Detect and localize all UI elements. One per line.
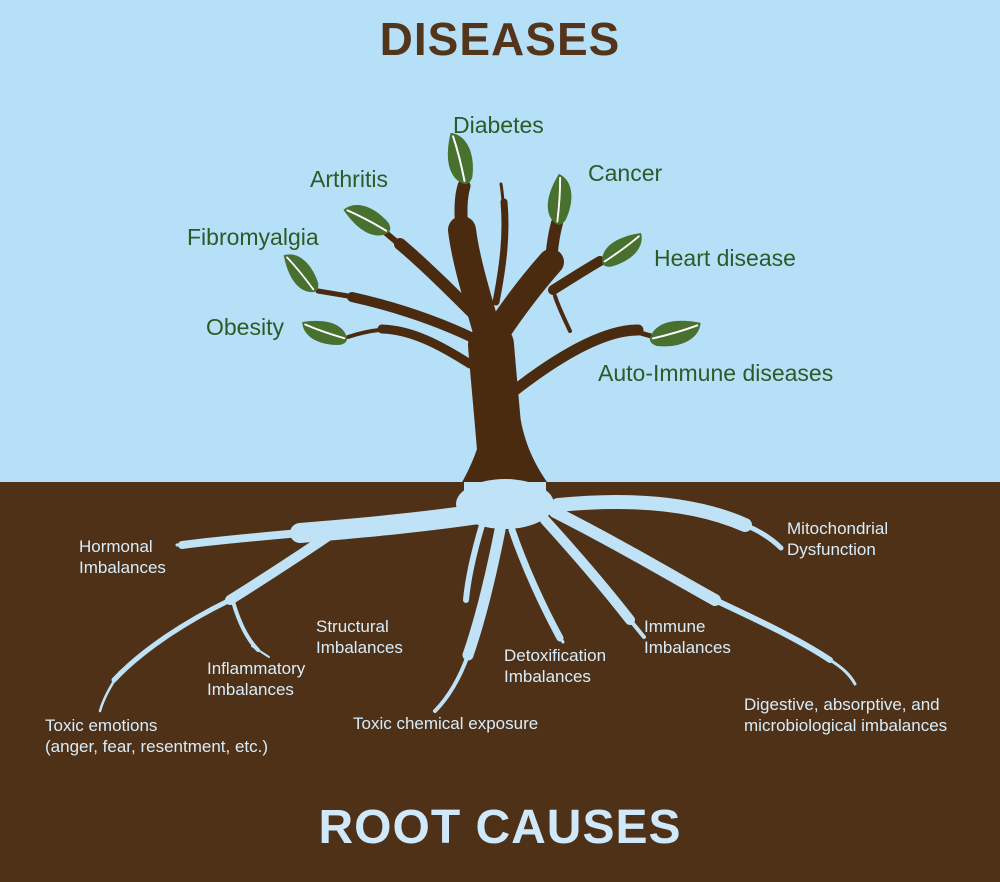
disease-label-obesity: Obesity — [206, 314, 284, 340]
root-label-mitochondrial: Mitochondrial Dysfunction — [787, 519, 889, 559]
root-label-hormonal: Hormonal Imbalances — [79, 537, 166, 577]
root-label-toxic-chemical: Toxic chemical exposure — [353, 714, 539, 733]
disease-label-auto-immune: Auto-Immune diseases — [598, 360, 834, 386]
disease-label-fibromyalgia: Fibromyalgia — [187, 224, 319, 250]
disease-label-arthritis: Arthritis — [310, 166, 388, 192]
disease-label-heart-disease: Heart disease — [654, 245, 796, 271]
disease-label-cancer: Cancer — [588, 160, 663, 186]
root-label-digestive: Digestive, absorptive, and microbiologic… — [744, 695, 948, 735]
root-label-detoxification: Detoxification Imbalances — [504, 646, 607, 686]
root-label-immune: Immune Imbalances — [644, 617, 731, 657]
root-label-structural: Structural Imbalances — [316, 617, 403, 657]
disease-label-diabetes: Diabetes — [453, 112, 544, 138]
roots-illustration — [98, 479, 857, 713]
root-label-toxic-emotions: Toxic emotions (anger, fear, resentment,… — [45, 716, 269, 756]
diseases-title: DISEASES — [379, 13, 621, 65]
root-causes-title: ROOT CAUSES — [318, 801, 682, 854]
root-label-inflammatory: Inflammatory Imbalances — [207, 659, 306, 699]
tree-trunk-and-branches — [315, 179, 654, 497]
